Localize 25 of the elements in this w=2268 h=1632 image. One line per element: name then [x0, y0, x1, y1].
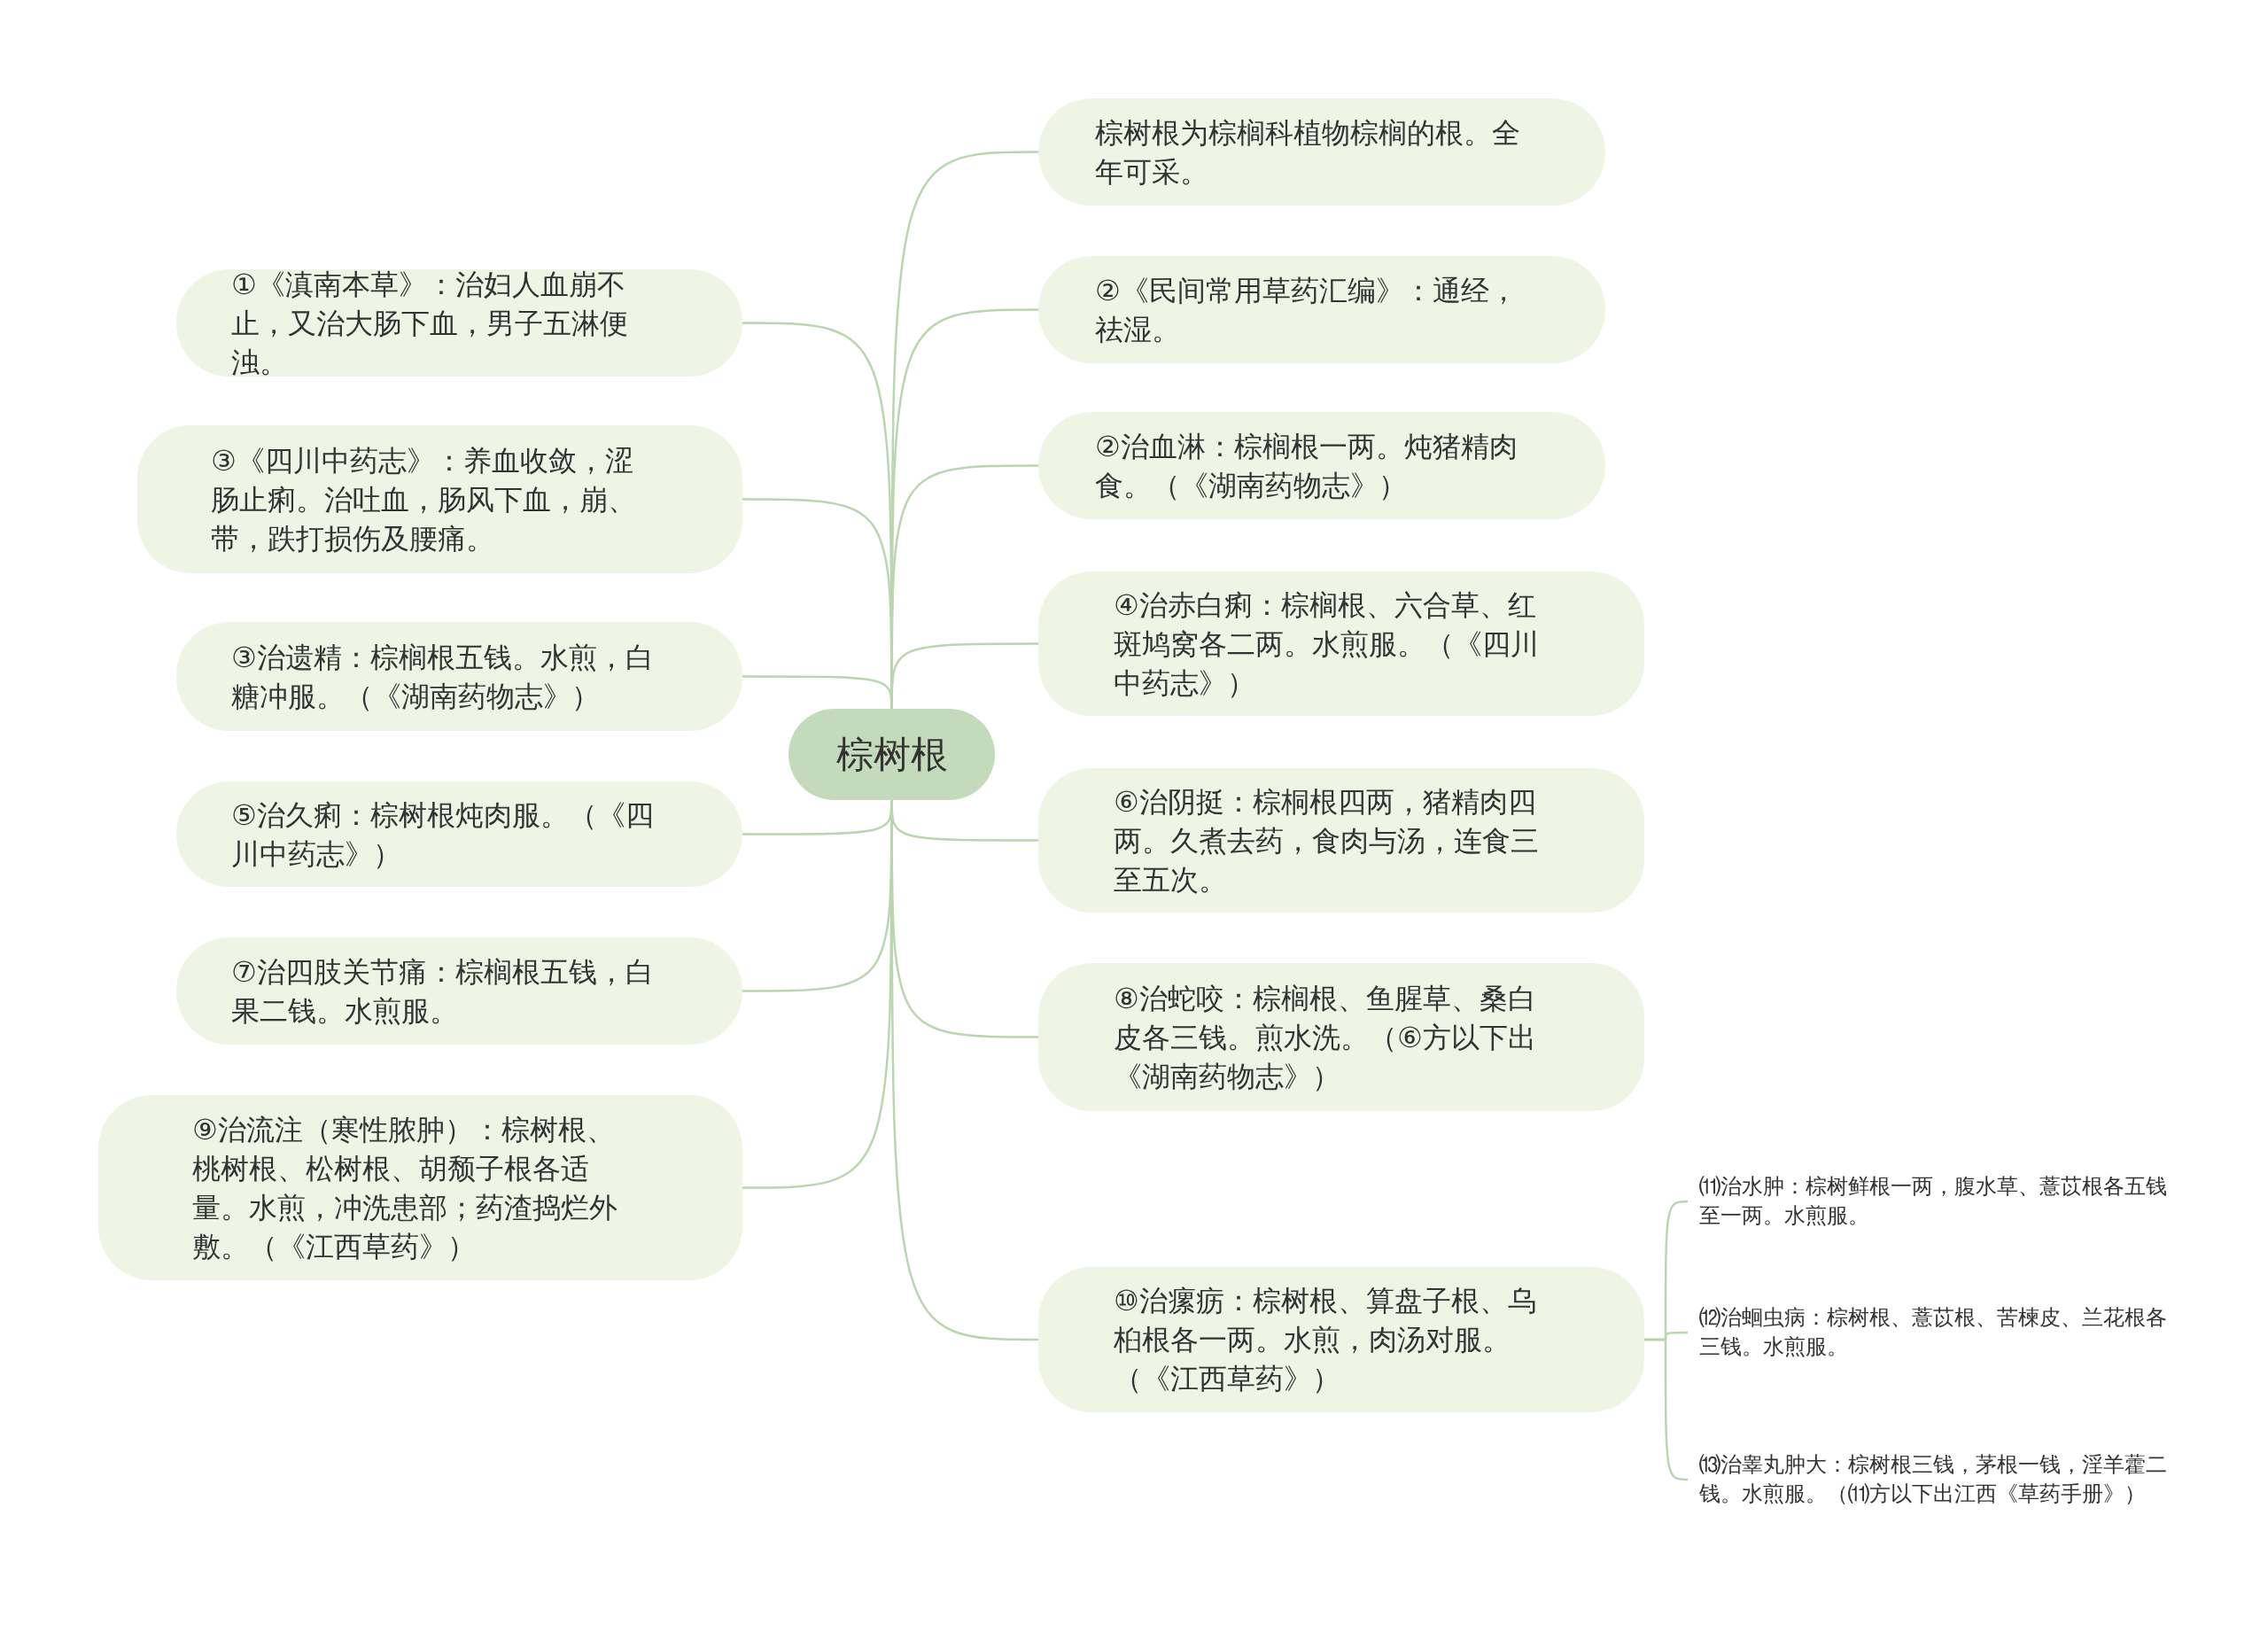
topic-text: ⑤治久痢：棕树根炖肉服。（《四川中药志》）: [231, 797, 655, 873]
topic-text: ③治遗精：棕榈根五钱。水煎，白糖冲服。（《湖南药物志》）: [231, 639, 655, 715]
topic-text: ①《滇南本草》：治妇人血崩不止，又治大肠下血，男子五淋便浊。: [231, 266, 629, 381]
topic-text: ④治赤白痢：棕榈根、六合草、红斑鸠窝各二两。水煎服。（《四川中药志》）: [1114, 587, 1540, 702]
topic-box: [137, 425, 742, 573]
topic-text: ⑦治四肢关节痛：棕榈根五钱，白果二钱。水煎服。: [231, 953, 655, 1030]
topic-text: ②《民间常用草药汇编》：通经，祛湿。: [1095, 272, 1518, 348]
topic-box: [98, 1095, 742, 1280]
topic-box: [1038, 768, 1644, 913]
topic-text: ⑥治阴挺：棕桐根四两，猪精肉四两。久煮去药，食肉与汤，连食三至五次。: [1114, 783, 1540, 898]
leaf-text: ⑾治水肿：棕树鲜根一两，腹水草、薏苡根各五钱至一两。水煎服。: [1699, 1173, 2168, 1230]
topic-text: ⑧治蛇咬：棕榈根、鱼腥草、桑白皮各三钱。煎水洗。（⑥方以下出《湖南药物志》）: [1114, 980, 1537, 1095]
topic-text: ⑩治瘰疬：棕树根、算盘子根、乌桕根各一两。水煎，肉汤对服。（《江西草药》）: [1114, 1283, 1537, 1397]
topic-box: [1038, 963, 1644, 1111]
topic-text: 棕树根为棕榈科植物棕榈的根。全年可采。: [1095, 114, 1521, 190]
root-topic: 棕树根: [788, 709, 995, 800]
leaf-text: ⒀治睾丸肿大：棕树根三钱，茅根一钱，淫羊藿二钱。水煎服。（⑾方以下出江西《草药手册》）: [1699, 1451, 2168, 1508]
leaf-text: ⑿治蛔虫病：棕树根、薏苡根、苦楝皮、兰花根各三钱。水煎服。: [1699, 1304, 2168, 1361]
connector-line: [1644, 1338, 1689, 1481]
topic-text: ③《四川中药志》：养血收敛，涩肠止痢。治吐血，肠风下血，崩、带，跌打损伤及腰痛。: [211, 442, 637, 557]
topic-box: [1038, 1267, 1644, 1412]
topic-box: [1038, 571, 1644, 716]
topic-text: ②治血淋：棕榈根一两。炖猪精肉食。（《湖南药物志》）: [1095, 428, 1518, 504]
connector-line: [890, 642, 1038, 709]
topic-text: ⑨治流注（寒性脓肿）：棕树根、桃树根、松树根、胡颓子根各适量。水煎，冲洗患部；药渣捣烂外敷。（《江西草药》）: [192, 1111, 618, 1265]
